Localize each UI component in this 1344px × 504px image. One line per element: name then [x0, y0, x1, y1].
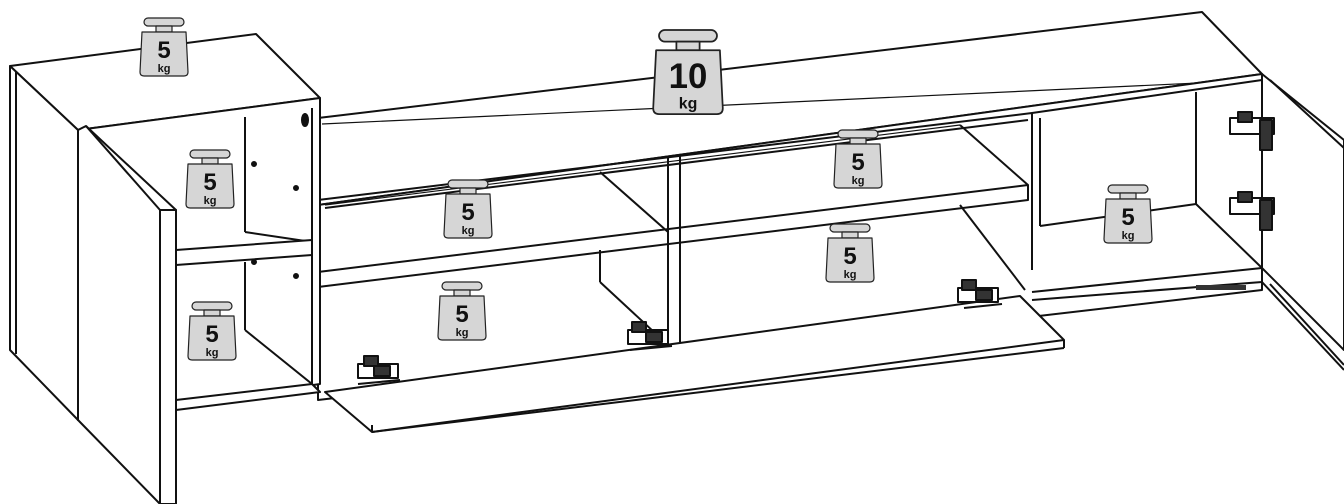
center-cabinet-body	[317, 73, 1263, 401]
hinge-icon	[1229, 111, 1275, 151]
weight-icon: 5kg	[187, 301, 237, 361]
weight-icon: 5kg	[437, 281, 487, 341]
weight-unit: kg	[852, 175, 865, 187]
weight-icon: 5kg	[833, 129, 883, 189]
weight-icon: 5kg	[443, 179, 493, 239]
weight-icon: 5kg	[1103, 184, 1153, 244]
weight-value: 5	[461, 199, 474, 226]
hinge-icon	[1229, 191, 1275, 231]
weight-unit: kg	[456, 327, 469, 339]
weight-unit: kg	[844, 269, 857, 281]
weight-icon: 5kg	[139, 17, 189, 77]
weight-value: 10	[669, 57, 708, 96]
hinge-icon	[957, 279, 1003, 309]
weight-value: 5	[205, 321, 218, 348]
left-door	[77, 125, 177, 504]
weight-value: 5	[203, 169, 216, 196]
weight-value: 5	[455, 301, 468, 328]
hinge-icon	[627, 321, 673, 351]
weight-value: 5	[843, 243, 856, 270]
weight-unit: kg	[679, 95, 698, 112]
weight-icon: 5kg	[825, 223, 875, 283]
weight-unit: kg	[206, 347, 219, 359]
center-flap-door	[324, 295, 1065, 433]
weight-value: 5	[1121, 204, 1134, 231]
weight-icon: 5kg	[185, 149, 235, 209]
weight-unit: kg	[204, 195, 217, 207]
weight-unit: kg	[462, 225, 475, 237]
weight-value: 5	[157, 37, 170, 64]
weight-unit: kg	[1122, 230, 1135, 242]
hinge-icon	[357, 355, 401, 385]
weight-unit: kg	[158, 63, 171, 75]
weight-value: 5	[851, 149, 864, 176]
